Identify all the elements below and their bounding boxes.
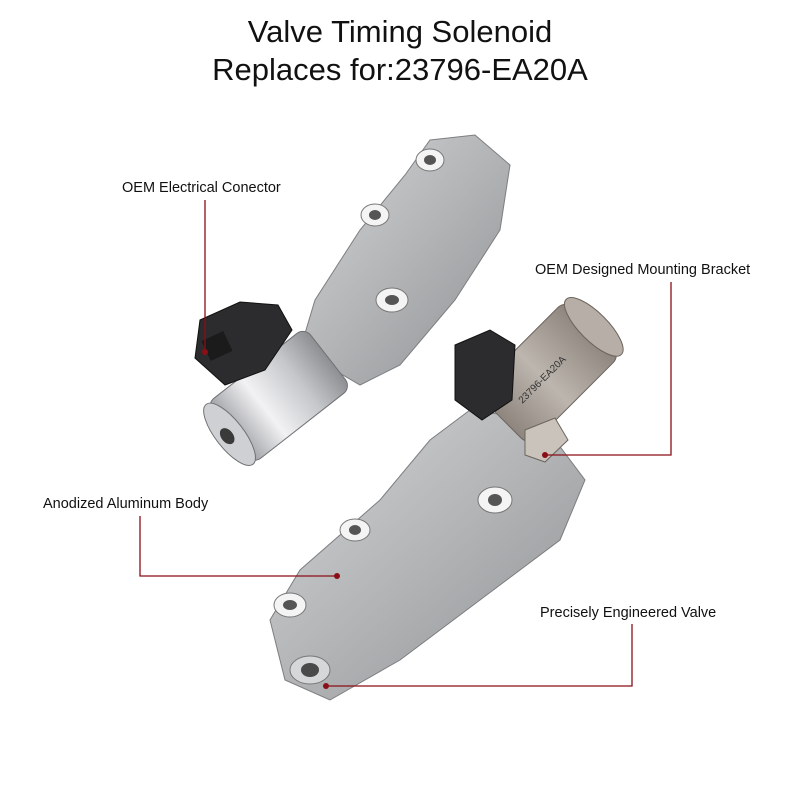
callout-leaders bbox=[139, 200, 672, 689]
leader-valve bbox=[326, 624, 633, 687]
right-solenoid-can: 23796-EA20A bbox=[478, 297, 624, 442]
right-electrical-connector bbox=[454, 329, 516, 421]
right-aluminum-body bbox=[269, 409, 586, 701]
callout-aluminum-body: Anodized Aluminum Body bbox=[43, 496, 209, 512]
page-title: Valve Timing Solenoid bbox=[247, 14, 553, 49]
solenoid-right: 23796-EA20A bbox=[269, 297, 624, 701]
leader-body bbox=[139, 516, 337, 577]
mounting-bracket-tab bbox=[524, 417, 569, 463]
callout-mounting-bracket: OEM Designed Mounting Bracket bbox=[535, 262, 751, 278]
page-subtitle: Replaces for:23796-EA20A bbox=[212, 52, 588, 87]
callout-electrical-connector: OEM Electrical Conector bbox=[122, 180, 281, 196]
left-solenoid-can bbox=[203, 330, 348, 466]
leader-bracket bbox=[545, 282, 672, 456]
callout-engineered-valve: Precisely Engineered Valve bbox=[540, 605, 717, 621]
solenoid-left bbox=[194, 134, 511, 466]
left-electrical-connector bbox=[194, 301, 293, 386]
